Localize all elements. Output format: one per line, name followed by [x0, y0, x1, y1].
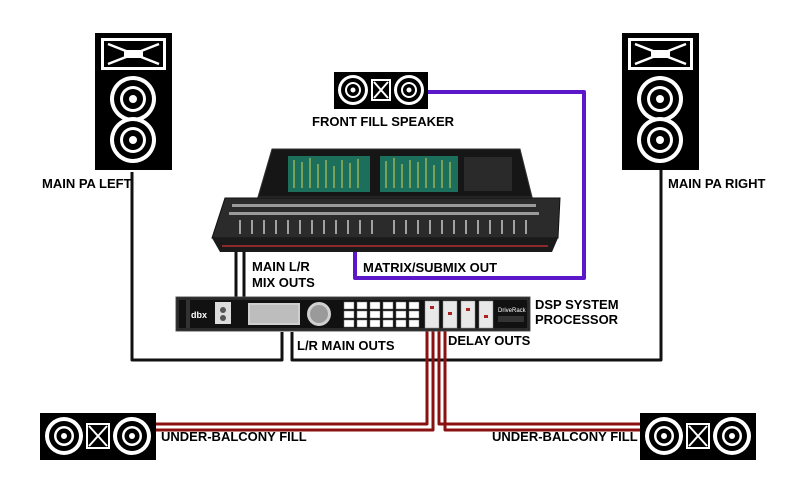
label-delay-outs: DELAY OUTS	[448, 333, 531, 348]
label-main-lr-line1: MAIN L/R	[252, 259, 310, 274]
dsp-brand-logo: dbx	[191, 310, 207, 320]
cable-main-pa-right	[290, 170, 663, 362]
label-main-pa-left: MAIN PA LEFT	[42, 176, 132, 191]
label-front-fill: FRONT FILL SPEAKER	[312, 114, 455, 129]
label-dsp-line1: DSP SYSTEM	[535, 297, 619, 312]
under-balcony-right-speaker	[640, 413, 756, 460]
label-under-balcony-left: UNDER-BALCONY FILL	[161, 429, 307, 444]
label-under-balcony-right: UNDER-BALCONY FILL	[492, 429, 638, 444]
cable-delay-left-2	[156, 330, 435, 432]
main-pa-left-speaker	[95, 33, 172, 170]
dsp-model-logo: DriveRack	[498, 308, 527, 314]
label-dsp-line2: PROCESSOR	[535, 312, 619, 327]
label-lr-main-outs: L/R MAIN OUTS	[297, 338, 395, 353]
cable-delay-right	[437, 330, 640, 426]
cable-matrix-submix	[353, 90, 586, 280]
label-main-pa-right: MAIN PA RIGHT	[668, 176, 766, 191]
mixing-console	[211, 148, 561, 252]
main-pa-right-speaker	[622, 33, 699, 170]
dsp-processor: dbx	[175, 296, 531, 332]
front-fill-speaker	[334, 72, 428, 109]
label-matrix-submix: MATRIX/SUBMIX OUT	[363, 260, 497, 275]
cable-delay-right-2	[443, 330, 640, 432]
cables	[130, 90, 663, 432]
label-main-lr-line2: MIX OUTS	[252, 275, 315, 290]
cable-main-pa-left	[130, 172, 284, 362]
under-balcony-left-speaker	[40, 413, 156, 460]
cable-delay-left	[156, 330, 429, 426]
labels: MAIN PA LEFT MAIN PA RIGHT FRONT FILL SP…	[42, 114, 766, 444]
